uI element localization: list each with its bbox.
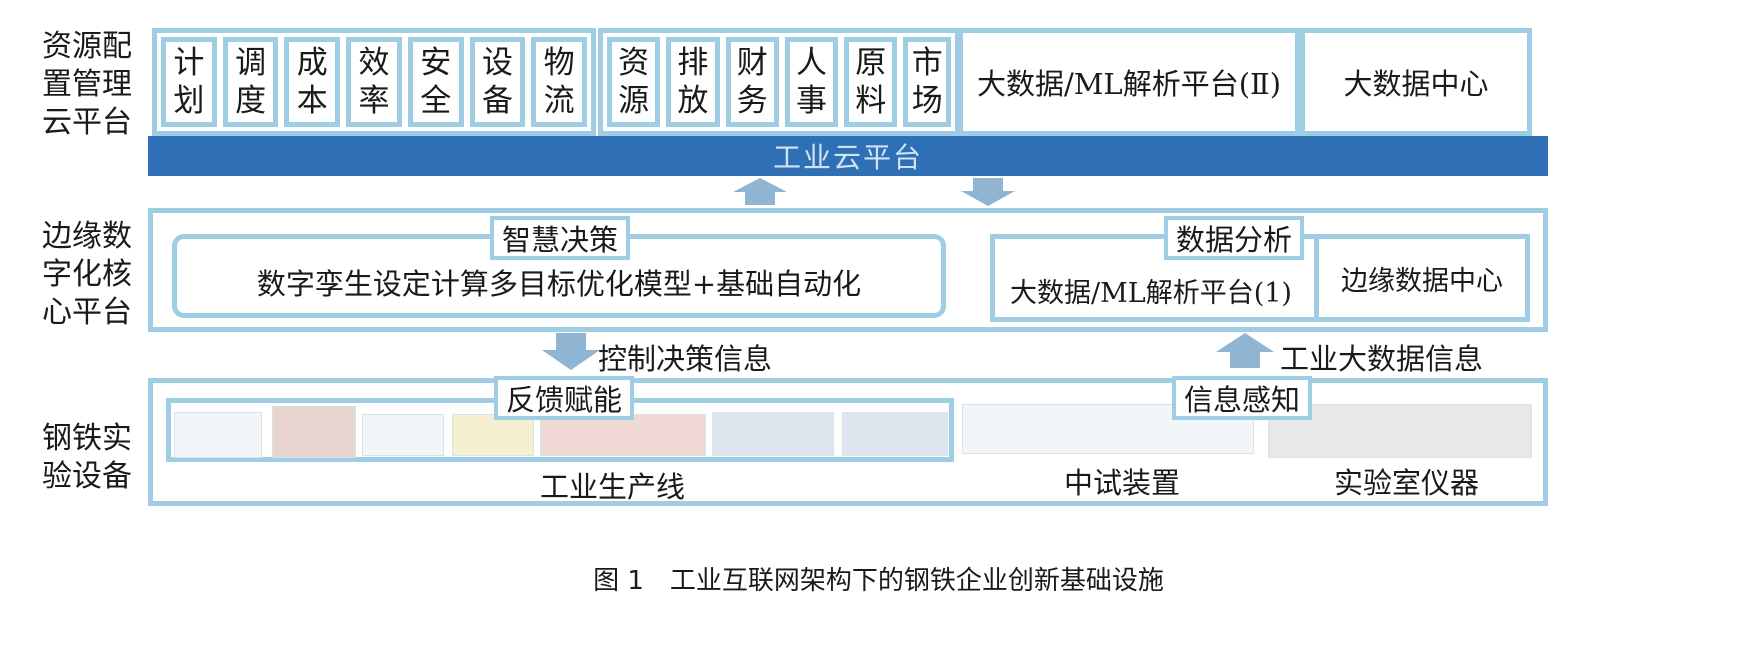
furnace-illustration xyxy=(272,406,356,458)
smart-decision-tag: 智慧决策 xyxy=(490,216,630,260)
converter-illustration xyxy=(362,414,444,456)
caster-illustration xyxy=(452,414,534,456)
lab-instrument-label: 实验室仪器 xyxy=(1334,466,1480,500)
up-arrow-cloud xyxy=(733,178,787,205)
module-plan: 计划 xyxy=(161,37,217,127)
pilot-device-label: 中试装置 xyxy=(1064,466,1181,500)
module-emission: 排放 xyxy=(666,37,720,127)
data-analysis-tag: 数据分析 xyxy=(1164,216,1304,260)
module-material: 原料 xyxy=(844,37,898,127)
smart-decision-text: 数字孪生设定计算多目标优化模型+基础自动化 xyxy=(256,267,862,301)
module-market: 市场 xyxy=(903,37,952,127)
down-arrow-edge xyxy=(961,178,1015,206)
figure-caption: 图 1 工业互联网架构下的钢铁企业创新基础设施 xyxy=(593,566,1164,596)
cloud-layer-label: 资源配置管理云平台 xyxy=(42,29,132,140)
module-logistics: 物流 xyxy=(531,37,588,127)
control-decision-info: 控制决策信息 xyxy=(598,342,773,376)
feedback-tag: 反馈赋能 xyxy=(494,376,634,420)
edge-data-center: 边缘数据中心 xyxy=(1314,234,1530,322)
module-efficiency: 效率 xyxy=(346,37,402,127)
module-resource: 资源 xyxy=(607,37,661,127)
up-arrow-bigdata xyxy=(1216,333,1274,368)
bigdata-center: 大数据中心 xyxy=(1300,28,1532,136)
sensing-tag: 信息感知 xyxy=(1172,376,1312,420)
production-line-label: 工业生产线 xyxy=(540,470,686,504)
finishing-illustration xyxy=(712,412,834,456)
module-cost: 成本 xyxy=(284,37,341,127)
industrial-bigdata-info: 工业大数据信息 xyxy=(1280,342,1484,376)
module-equipment: 设备 xyxy=(469,37,526,127)
cloud-group-1: 计划 调度 成本 效率 安全 设备 物流 xyxy=(152,28,596,136)
down-arrow-control xyxy=(542,333,600,370)
plant-illustration xyxy=(174,412,262,458)
module-dispatch: 调度 xyxy=(222,37,279,127)
module-finance: 财务 xyxy=(725,37,779,127)
equipment-layer-label: 钢铁实验设备 xyxy=(42,421,132,494)
bigdata-ml-platform-1: 大数据/ML解析平台(1) xyxy=(1010,277,1292,309)
module-safety: 安全 xyxy=(407,37,464,127)
edge-layer-label: 边缘数字化核心平台 xyxy=(42,219,132,330)
module-hr: 人事 xyxy=(784,37,839,127)
lab-instruments-illustration xyxy=(1268,404,1532,458)
industrial-cloud-bar: 工业云平台 xyxy=(148,136,1548,176)
coiler-illustration xyxy=(842,412,948,456)
cloud-group-2: 资源 排放 财务 人事 原料 市场 xyxy=(598,28,960,136)
bigdata-ml-platform-2: 大数据/ML解析平台(Ⅱ) xyxy=(958,28,1300,136)
rolling-mill-illustration xyxy=(540,414,706,456)
